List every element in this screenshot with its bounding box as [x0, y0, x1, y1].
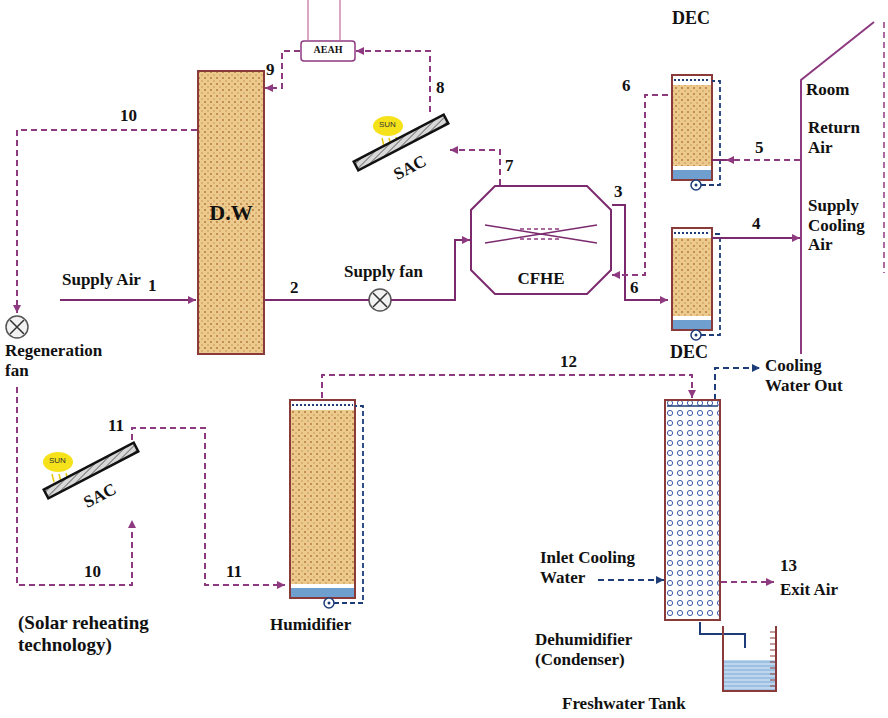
humidifier-tower: Humidifier: [285, 398, 380, 638]
node-label: AEAH: [300, 44, 356, 56]
node-label: Dehumidifier (Condenser): [535, 630, 670, 669]
air-duct: [265, 299, 340, 301]
condenser-tower: Dehumidifier (Condenser): [535, 398, 722, 686]
callout-number: 10: [120, 106, 137, 126]
callout-number: 4: [752, 214, 761, 234]
annotation-label: Exit Air: [780, 580, 838, 600]
callout-number: 6: [622, 76, 631, 96]
room-outline-outline: [800, 18, 888, 354]
heater-wire: [339, 0, 340, 40]
air-duct: [17, 130, 197, 313]
callout-number: 6: [630, 278, 639, 298]
callout-number: 12: [560, 352, 577, 372]
solar-air-collector: SAC: [40, 440, 140, 520]
exit-air-line: [721, 581, 774, 583]
annotation-label: Inlet Cooling Water: [540, 548, 665, 587]
heater-wire: [307, 0, 308, 40]
callout-number: 11: [108, 416, 124, 436]
callout-number: 8: [436, 78, 445, 98]
sun-icon: [43, 452, 73, 472]
desiccant-wheel: D.W: [197, 70, 265, 355]
node-label: Humidifier: [270, 615, 351, 635]
air-duct: [612, 95, 668, 275]
air-duct: [356, 51, 430, 112]
callout-number: 9: [266, 60, 275, 80]
air-duct: [726, 159, 800, 161]
heater-box: AEAH: [300, 40, 356, 62]
callout-number: 1: [148, 276, 157, 296]
air-duct: [322, 375, 692, 398]
callout-number: 11: [226, 562, 242, 582]
evaporative-cooler: DEC: [668, 226, 726, 366]
air-duct: [612, 205, 668, 300]
callout-number: 2: [290, 278, 299, 298]
annotation-label: Supply Cooling Air: [808, 196, 883, 255]
regeneration-fan: Regeneration fan: [5, 313, 125, 387]
supply-air-inlet: [60, 299, 196, 301]
node-label: Freshwater Tank: [562, 694, 686, 714]
node-label: DEC: [672, 8, 710, 29]
node-label: Supply fan: [344, 262, 423, 282]
annotation-label: SUN: [49, 456, 66, 465]
cooling-water-outlet: [715, 368, 760, 400]
node-label: D.W: [197, 200, 265, 225]
freshwater-tank: Freshwater Tank: [722, 624, 777, 692]
node-label: SAC: [80, 479, 119, 512]
callout-number: 3: [614, 182, 623, 202]
node-label: Regeneration fan: [5, 341, 125, 380]
air-duct: [450, 150, 500, 185]
annotation-label: SUN: [379, 120, 396, 129]
heat-exchanger: CFHE: [470, 185, 612, 295]
solar-air-collector: SAC: [350, 112, 450, 192]
air-duct: [132, 428, 285, 585]
supply-fan: Supply fan: [340, 262, 430, 314]
annotation-label: Return Air: [808, 118, 878, 157]
evaporative-cooler: DEC: [668, 8, 726, 196]
cooling-water-inlet: [598, 579, 664, 581]
node-label: SAC: [390, 151, 429, 184]
sun-icon: [373, 116, 403, 136]
air-duct: [265, 51, 300, 88]
freshwater-tank-outline: [722, 624, 777, 692]
air-duct: [430, 240, 470, 300]
room-outline: Room: [800, 18, 888, 354]
humidifier-tower-outline: [285, 398, 380, 638]
node-label: CFHE: [470, 269, 612, 289]
evaporative-cooler-outline: [668, 8, 726, 196]
annotation-label: (Solar reheating technology): [18, 612, 188, 656]
annotation-label: Cooling Water Out: [765, 356, 865, 395]
node-label: Room: [806, 80, 849, 100]
callout-number: 13: [780, 556, 797, 576]
callout-number: 10: [84, 562, 101, 582]
callout-number: 5: [755, 138, 764, 158]
node-label: DEC: [670, 342, 708, 363]
air-duct: [726, 237, 800, 239]
annotation-label: Supply Air: [62, 270, 141, 290]
callout-number: 7: [505, 156, 514, 176]
